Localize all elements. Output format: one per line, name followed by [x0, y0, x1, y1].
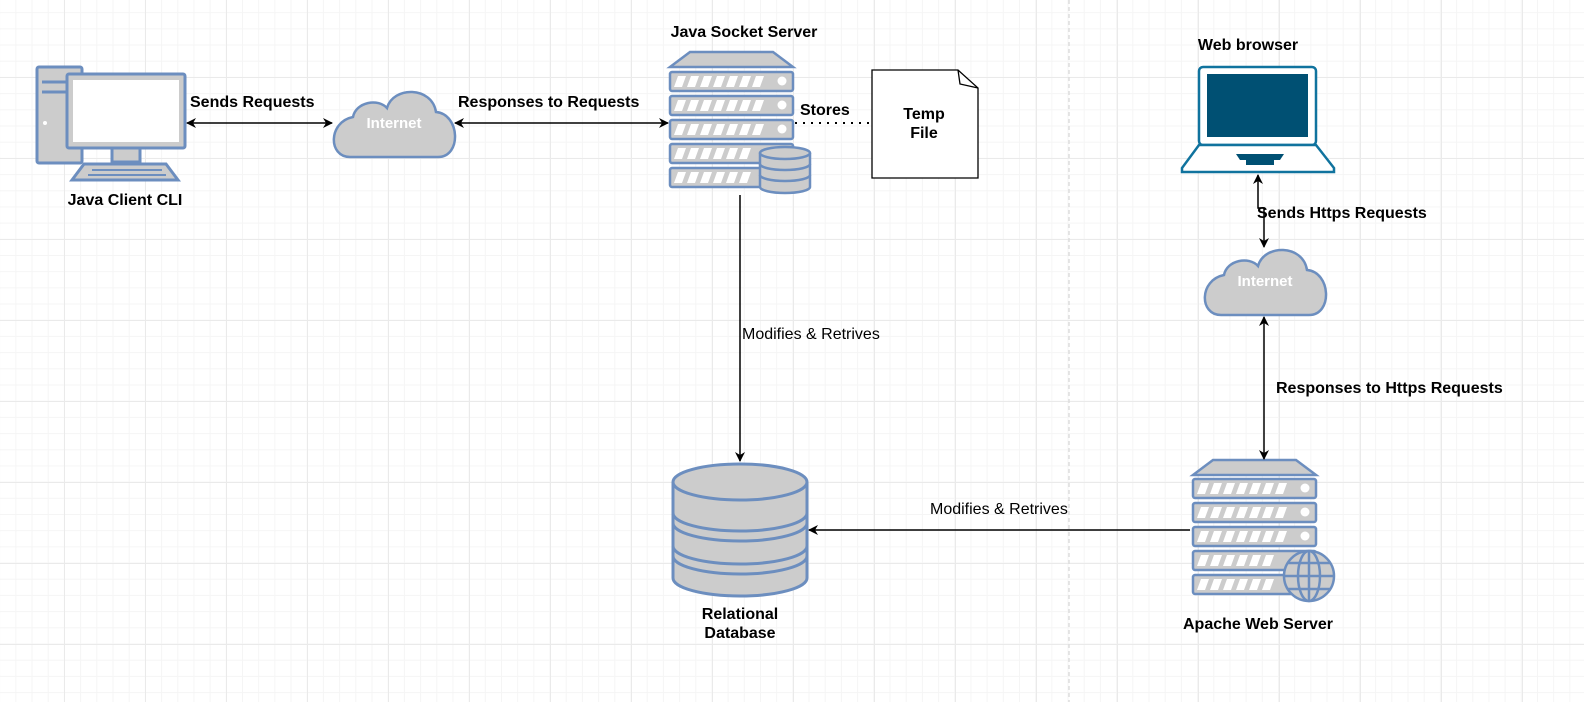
temp-file-label: Temp File — [903, 106, 945, 143]
small-database-icon — [758, 145, 812, 195]
database-server-icon[interactable] — [666, 50, 812, 195]
cloud-label: Internet — [366, 115, 422, 132]
edge-label: Stores — [800, 102, 850, 119]
web-browser-label: Web browser — [1197, 37, 1299, 54]
apache-label: Apache Web Server — [1183, 616, 1333, 633]
laptop-icon[interactable] — [1180, 65, 1336, 174]
cloud-label: Internet — [1237, 273, 1293, 290]
desktop-computer-icon[interactable] — [35, 65, 187, 182]
globe-icon — [1282, 549, 1336, 603]
client-label: Java Client CLI — [67, 192, 183, 209]
edge-label: Responses to Requests — [458, 94, 640, 111]
edge-label: Modifies & Retrives — [742, 326, 880, 343]
edge-label: Sends Https Requests — [1257, 205, 1427, 222]
file-icon[interactable] — [871, 69, 979, 179]
edge-label: Sends Requests — [190, 94, 315, 111]
cloud-icon[interactable] — [1203, 248, 1328, 317]
database-label: Relational Database — [701, 606, 779, 643]
database-icon[interactable] — [671, 462, 809, 598]
edge-browser-cloud[interactable] — [1253, 174, 1269, 248]
edge-label: Modifies & Retrives — [930, 501, 1068, 518]
cloud-icon[interactable] — [332, 90, 457, 159]
edge-label: Responses to Https Requests — [1276, 380, 1503, 397]
web-server-icon[interactable] — [1189, 458, 1336, 603]
socket-server-label: Java Socket Server — [670, 24, 818, 41]
